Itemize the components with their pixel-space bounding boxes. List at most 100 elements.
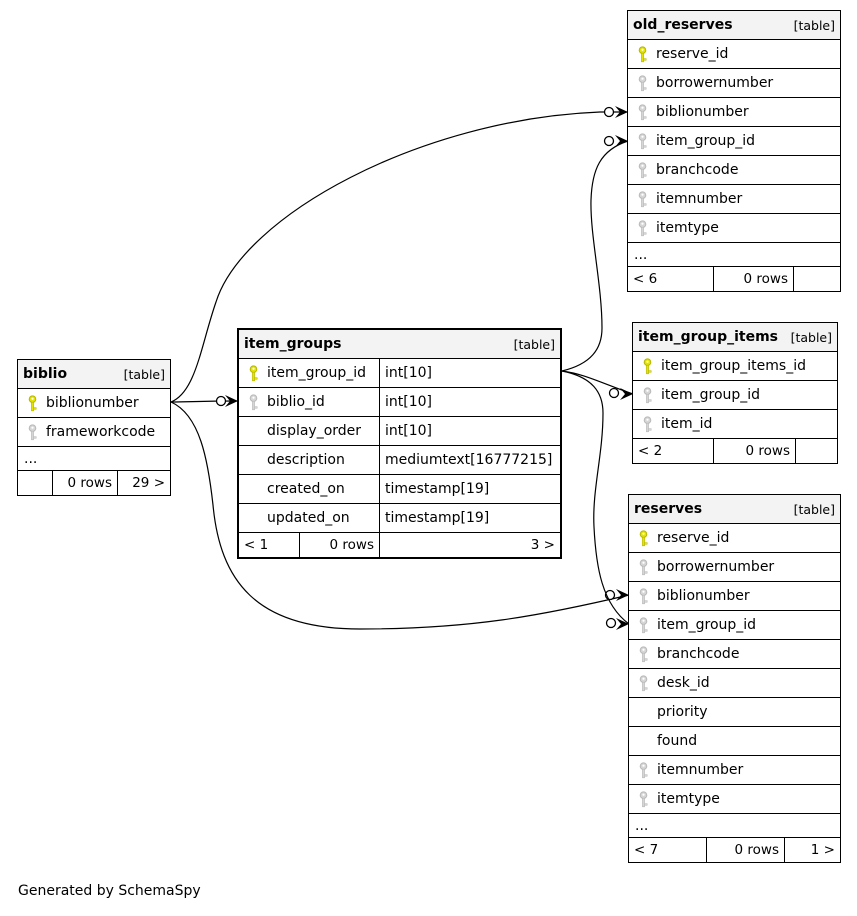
column-row-itemnumber[interactable]: itemnumber bbox=[629, 756, 840, 785]
cardinality-circle bbox=[603, 135, 615, 147]
table-header-reserves[interactable]: reserves [table] bbox=[629, 495, 840, 524]
column-row-item_group_items_id[interactable]: item_group_items_id bbox=[633, 352, 837, 381]
column-row-description[interactable]: description mediumtext[16777215] bbox=[239, 446, 560, 475]
column-row-item_group_id[interactable]: item_group_id bbox=[633, 381, 837, 410]
footer-parents-count: < 6 bbox=[628, 267, 714, 291]
column-row-created_on[interactable]: created_on timestamp[19] bbox=[239, 475, 560, 504]
column-row-itemtype[interactable]: itemtype bbox=[629, 785, 840, 814]
column-row-branchcode[interactable]: branchcode bbox=[629, 640, 840, 669]
column-row-itemnumber[interactable]: itemnumber bbox=[628, 185, 840, 214]
edge-biblio-to-reserves bbox=[170, 401, 630, 630]
column-name-cell: item_group_id bbox=[239, 359, 380, 387]
index-key-icon bbox=[628, 103, 656, 121]
index-key-icon bbox=[629, 761, 657, 779]
column-row-borrowernumber[interactable]: borrowernumber bbox=[628, 69, 840, 98]
edge-biblio-to-item_groups bbox=[170, 395, 239, 407]
table-name[interactable]: reserves bbox=[634, 501, 703, 517]
column-name: biblio_id bbox=[267, 394, 325, 410]
column-name-cell: borrowernumber bbox=[628, 69, 840, 97]
footer-row-count: 0 rows bbox=[714, 267, 794, 291]
column-name: branchcode bbox=[656, 162, 739, 178]
column-row-item_id[interactable]: item_id bbox=[633, 410, 837, 439]
column-name: biblionumber bbox=[657, 588, 750, 604]
table-header-old_reserves[interactable]: old_reserves [table] bbox=[628, 11, 840, 40]
column-row-biblionumber[interactable]: biblionumber bbox=[628, 98, 840, 127]
column-row-branchcode[interactable]: branchcode bbox=[628, 156, 840, 185]
column-row-found[interactable]: found bbox=[629, 727, 840, 756]
table-name[interactable]: old_reserves bbox=[633, 17, 733, 33]
column-row-reserve_id[interactable]: reserve_id bbox=[629, 524, 840, 553]
column-name-cell: description bbox=[239, 446, 380, 474]
column-row-biblionumber[interactable]: biblionumber bbox=[18, 389, 170, 418]
table-biblio[interactable]: biblio[table] biblionumber frameworkcode..… bbox=[17, 359, 171, 496]
more-columns-row: ... bbox=[628, 243, 840, 267]
column-row-frameworkcode[interactable]: frameworkcode bbox=[18, 418, 170, 447]
arrowhead-icon bbox=[615, 106, 628, 118]
column-name: reserve_id bbox=[656, 46, 729, 62]
column-name: updated_on bbox=[267, 510, 350, 526]
column-row-biblionumber[interactable]: biblionumber bbox=[629, 582, 840, 611]
column-name-cell: item_group_id bbox=[628, 127, 840, 155]
column-name-cell: frameworkcode bbox=[18, 418, 170, 446]
ellipsis-label: ... bbox=[24, 450, 38, 467]
column-name: branchcode bbox=[657, 646, 740, 662]
footer-parents-count: < 7 bbox=[629, 838, 707, 862]
table-old_reserves[interactable]: old_reserves [table] reserve_id borrowernum… bbox=[627, 10, 841, 292]
footer-parents-count bbox=[18, 471, 53, 495]
index-key-icon bbox=[628, 132, 656, 150]
column-type: mediumtext[16777215] bbox=[385, 452, 553, 468]
table-name[interactable]: item_group_items bbox=[638, 329, 779, 345]
index-key-icon bbox=[628, 74, 656, 92]
column-name-cell: item_group_id bbox=[633, 381, 837, 409]
table-header-biblio[interactable]: biblio[table] bbox=[18, 360, 170, 389]
table-kind-label: [table] bbox=[513, 336, 555, 352]
table-footer: 0 rows 29 > bbox=[18, 471, 170, 495]
more-columns-row: ... bbox=[18, 447, 170, 471]
column-name: found bbox=[657, 733, 698, 749]
index-key-icon bbox=[628, 161, 656, 179]
column-name: biblionumber bbox=[656, 104, 749, 120]
column-name: biblionumber bbox=[46, 395, 139, 411]
column-row-item_group_id[interactable]: item_group_id bbox=[628, 127, 840, 156]
column-name-cell: reserve_id bbox=[628, 40, 840, 68]
table-kind-label: [table] bbox=[793, 17, 835, 33]
column-row-item_group_id[interactable]: item_group_id bbox=[629, 611, 840, 640]
table-name[interactable]: biblio bbox=[23, 366, 68, 382]
table-item_group_items[interactable]: item_group_items[table] item_group_items_… bbox=[632, 322, 838, 464]
index-key-icon bbox=[628, 190, 656, 208]
table-name[interactable]: item_groups bbox=[244, 336, 342, 352]
column-row-itemtype[interactable]: itemtype bbox=[628, 214, 840, 243]
column-name: item_group_items_id bbox=[661, 358, 806, 374]
column-name-cell: priority bbox=[629, 698, 840, 726]
column-name-cell: itemtype bbox=[628, 214, 840, 242]
footer-row-count: 0 rows bbox=[53, 471, 118, 495]
footer-parents-count: < 1 bbox=[239, 533, 300, 557]
column-name: created_on bbox=[267, 481, 345, 497]
column-row-reserve_id[interactable]: reserve_id bbox=[628, 40, 840, 69]
index-key-icon bbox=[239, 393, 267, 411]
primary-key-icon bbox=[18, 394, 46, 412]
footer-children-count: 29 > bbox=[132, 475, 165, 491]
arrowhead-icon bbox=[620, 388, 633, 400]
column-row-desk_id[interactable]: desk_id bbox=[629, 669, 840, 698]
table-kind-label: [table] bbox=[793, 501, 835, 517]
table-header-item_group_items[interactable]: item_group_items[table] bbox=[633, 323, 837, 352]
table-header-item_groups[interactable]: item_groups [table] bbox=[239, 330, 560, 359]
column-name: itemnumber bbox=[656, 191, 743, 207]
column-name-cell: updated_on bbox=[239, 504, 380, 532]
column-row-priority[interactable]: priority bbox=[629, 698, 840, 727]
column-name: display_order bbox=[267, 423, 362, 439]
index-key-icon bbox=[629, 790, 657, 808]
footer-row-count: 0 rows bbox=[707, 838, 785, 862]
column-row-borrowernumber[interactable]: borrowernumber bbox=[629, 553, 840, 582]
column-type: timestamp[19] bbox=[385, 481, 490, 497]
primary-key-icon bbox=[633, 357, 661, 375]
